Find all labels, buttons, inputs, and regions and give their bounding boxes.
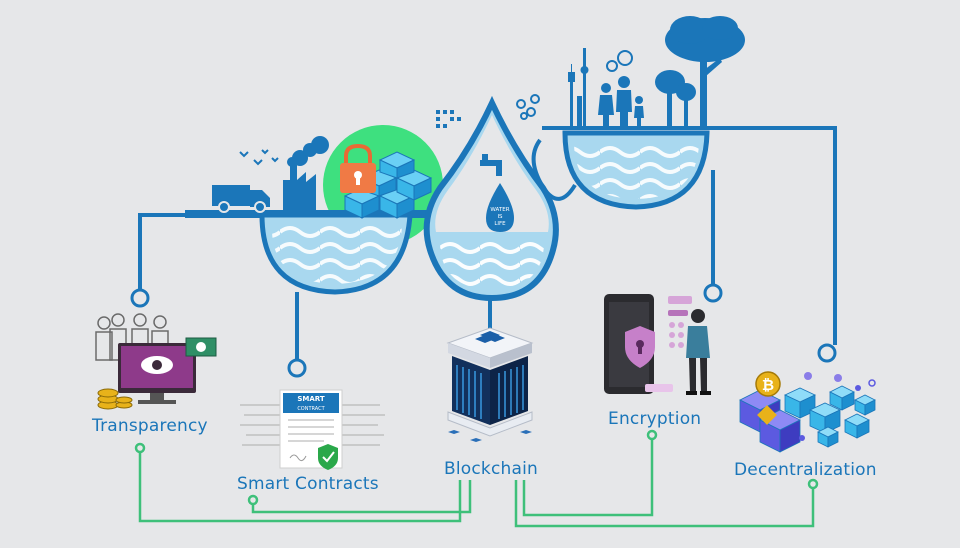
truck-icon <box>212 185 270 213</box>
left-basin <box>185 210 430 295</box>
coin-stack-icon <box>97 388 133 410</box>
contract-title-line-2: CONTRACT <box>297 406 325 412</box>
keypad-icon <box>645 296 692 392</box>
contract-title-line-1: SMART <box>297 395 325 403</box>
label-encryption: Encryption <box>608 409 702 429</box>
badge-line-3: LIFE <box>494 221 506 227</box>
label-decentralization: Decentralization <box>734 460 877 480</box>
factory-icon <box>283 136 329 210</box>
hex-bubbles-icon <box>516 94 540 120</box>
birds-icon <box>239 149 279 166</box>
eye-monitor-icon <box>118 343 196 404</box>
water-is-life-drop: WATER IS LIFE <box>486 183 514 232</box>
check-shield-icon <box>318 444 338 470</box>
blockchain-server-icon <box>446 327 534 442</box>
green-connector-dots <box>134 429 819 506</box>
badge-line-2: IS <box>497 214 503 220</box>
right-basin <box>562 130 710 210</box>
padlock-icon <box>340 143 376 193</box>
label-smart-contracts: Smart Contracts <box>237 474 379 494</box>
label-blockchain: Blockchain <box>444 459 539 479</box>
family-icon <box>598 76 644 128</box>
person-icon <box>686 309 711 395</box>
label-transparency: Transparency <box>92 416 208 436</box>
chat-bubble-icon <box>606 50 633 72</box>
phone-shield-icon <box>604 294 655 394</box>
pipe-end-decentralization <box>817 343 837 363</box>
badge-line-1: WATER <box>490 207 509 213</box>
bitcoin-cubes-icon: ₿ <box>739 371 876 453</box>
pixel-dots <box>436 110 461 128</box>
green-connectors <box>138 435 815 528</box>
bitcoin-symbol: ₿ <box>762 376 774 394</box>
cash-icon <box>185 337 217 357</box>
circuit-lines <box>240 404 385 446</box>
city-skyline-icon <box>568 48 589 128</box>
pipe-end-transparency <box>130 288 150 308</box>
pipe-end-encryption <box>703 283 723 303</box>
faucet-icon <box>480 154 502 176</box>
tree-icon <box>655 16 745 128</box>
pipe-end-smart-contracts <box>287 358 307 378</box>
